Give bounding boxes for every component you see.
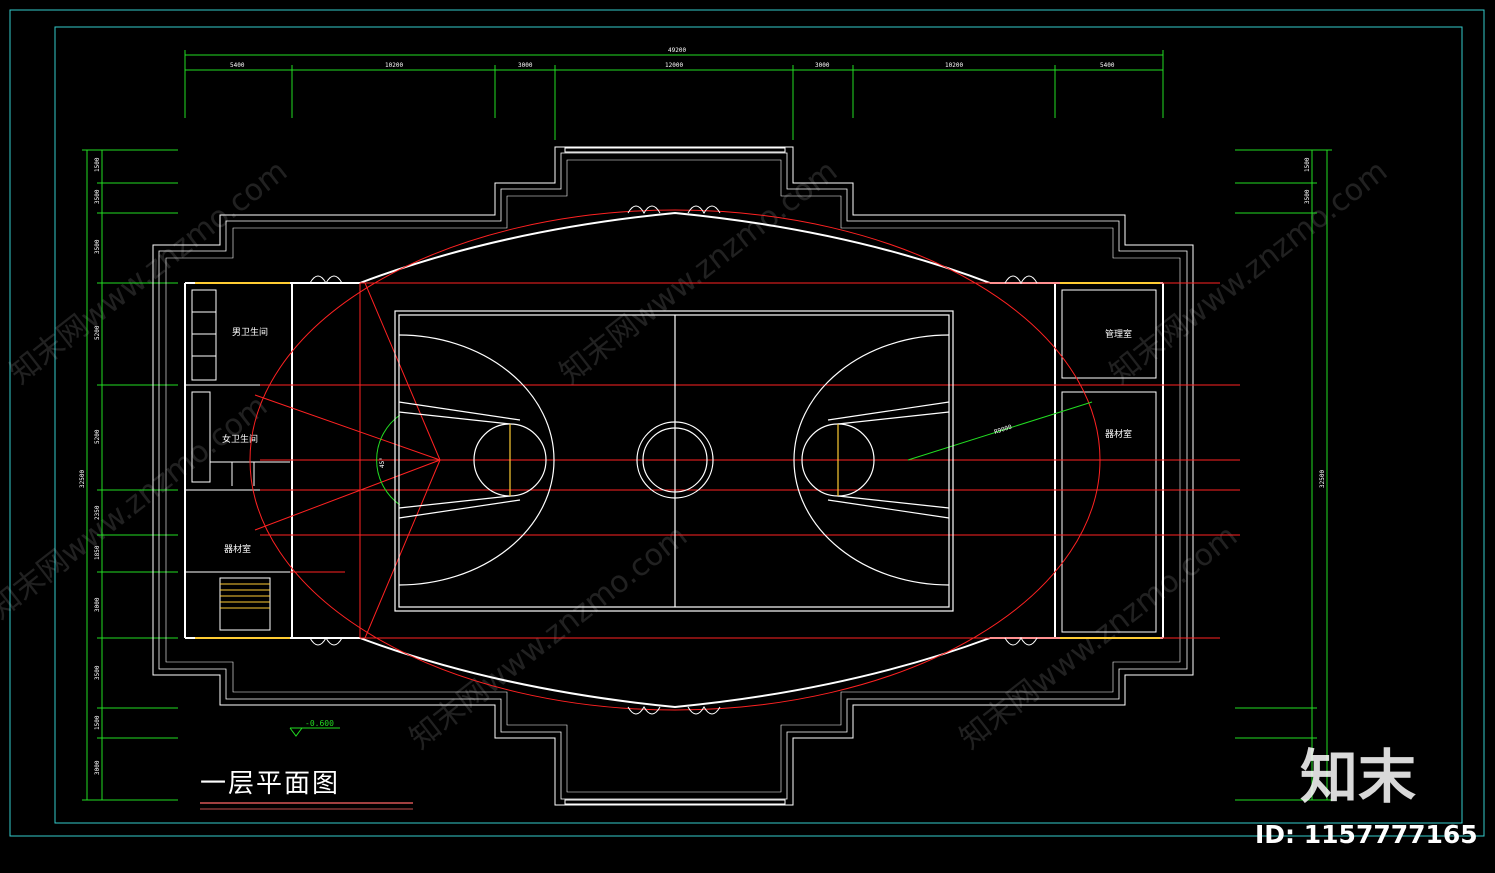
watermark-id: ID: 1157777165 — [1255, 820, 1478, 849]
drawing-title-block: 一层平面图 — [200, 769, 413, 810]
room-labels: 男卫生间 女卫生间 器材室 管理室 器材室 — [222, 326, 1132, 555]
radius-label: R9000 — [993, 424, 1013, 436]
dim-left-10: 3000 — [94, 760, 101, 775]
doors — [309, 205, 1038, 715]
dim-right-1: 3500 — [1304, 189, 1311, 204]
dim-left-1: 3500 — [94, 189, 101, 204]
room-label-equipment: 器材室 — [224, 543, 251, 555]
watermark-layer: 知末网www.znzmo.com 知末网www.znzmo.com 知末网www… — [0, 153, 1394, 756]
red-grid-lines — [249, 209, 1240, 711]
dim-total-top: 49200 — [668, 47, 686, 54]
dim-left-5: 2350 — [94, 505, 101, 520]
outer-frame — [9, 9, 1485, 837]
dim-left-2: 3500 — [94, 239, 101, 254]
watermark-logo: 知末 — [1300, 743, 1416, 811]
inner-frame — [54, 26, 1463, 824]
windows — [195, 282, 1160, 639]
dim-left-8: 3500 — [94, 665, 101, 680]
dim-left-total: 32500 — [79, 470, 86, 488]
dim-right-0: 1500 — [1304, 157, 1311, 172]
angle-label: 45° — [379, 457, 386, 468]
top-dimension-labels: 49200 5400 10200 3000 12000 3000 10200 5… — [230, 47, 1115, 69]
dim-left-7: 3000 — [94, 597, 101, 612]
basketball-court — [394, 310, 954, 612]
drawing-title: 一层平面图 — [200, 769, 340, 799]
dim-top-3: 12000 — [665, 62, 683, 69]
right-dimension-labels: 1500 3500 32500 — [1304, 157, 1326, 488]
watermark-text: 知末网www.znzmo.com — [3, 153, 294, 391]
building-outline — [152, 146, 1194, 806]
dim-top-0: 5400 — [230, 62, 245, 69]
dim-left-4: 5200 — [94, 429, 101, 444]
room-label-right-upper: 管理室 — [1105, 328, 1132, 340]
right-dimension-chain — [1235, 149, 1332, 801]
level-mark-text: -0.600 — [305, 719, 334, 728]
dim-left-0: 1500 — [94, 157, 101, 172]
room-label-right-lower: 器材室 — [1105, 428, 1132, 440]
dim-top-5: 10200 — [945, 62, 963, 69]
watermark-text: 知末网www.znzmo.com — [0, 388, 274, 626]
top-dimension-chain — [184, 50, 1164, 140]
dim-left-3: 5200 — [94, 325, 101, 340]
dim-left-9: 1500 — [94, 715, 101, 730]
end-windows — [564, 147, 786, 805]
dim-left-6: 1850 — [94, 545, 101, 560]
dim-top-2: 3000 — [518, 62, 533, 69]
watermark-text: 知末网www.znzmo.com — [403, 518, 694, 756]
dim-top-6: 5400 — [1100, 62, 1115, 69]
dim-top-1: 10200 — [385, 62, 403, 69]
room-label-male-toilet: 男卫生间 — [232, 326, 268, 338]
level-mark: -0.600 — [289, 719, 340, 737]
left-dimension-labels: 1500 3500 3500 5200 5200 2350 1850 3000 … — [79, 157, 101, 775]
left-rooms — [185, 289, 292, 631]
left-dimension-chain — [82, 149, 178, 801]
room-label-female-toilet: 女卫生间 — [222, 433, 258, 445]
annotations: 45° R9000 — [376, 401, 1093, 506]
watermark-text: 知末网www.znzmo.com — [1103, 153, 1394, 391]
dim-top-4: 3000 — [815, 62, 830, 69]
dim-right-total: 32500 — [1319, 470, 1326, 488]
